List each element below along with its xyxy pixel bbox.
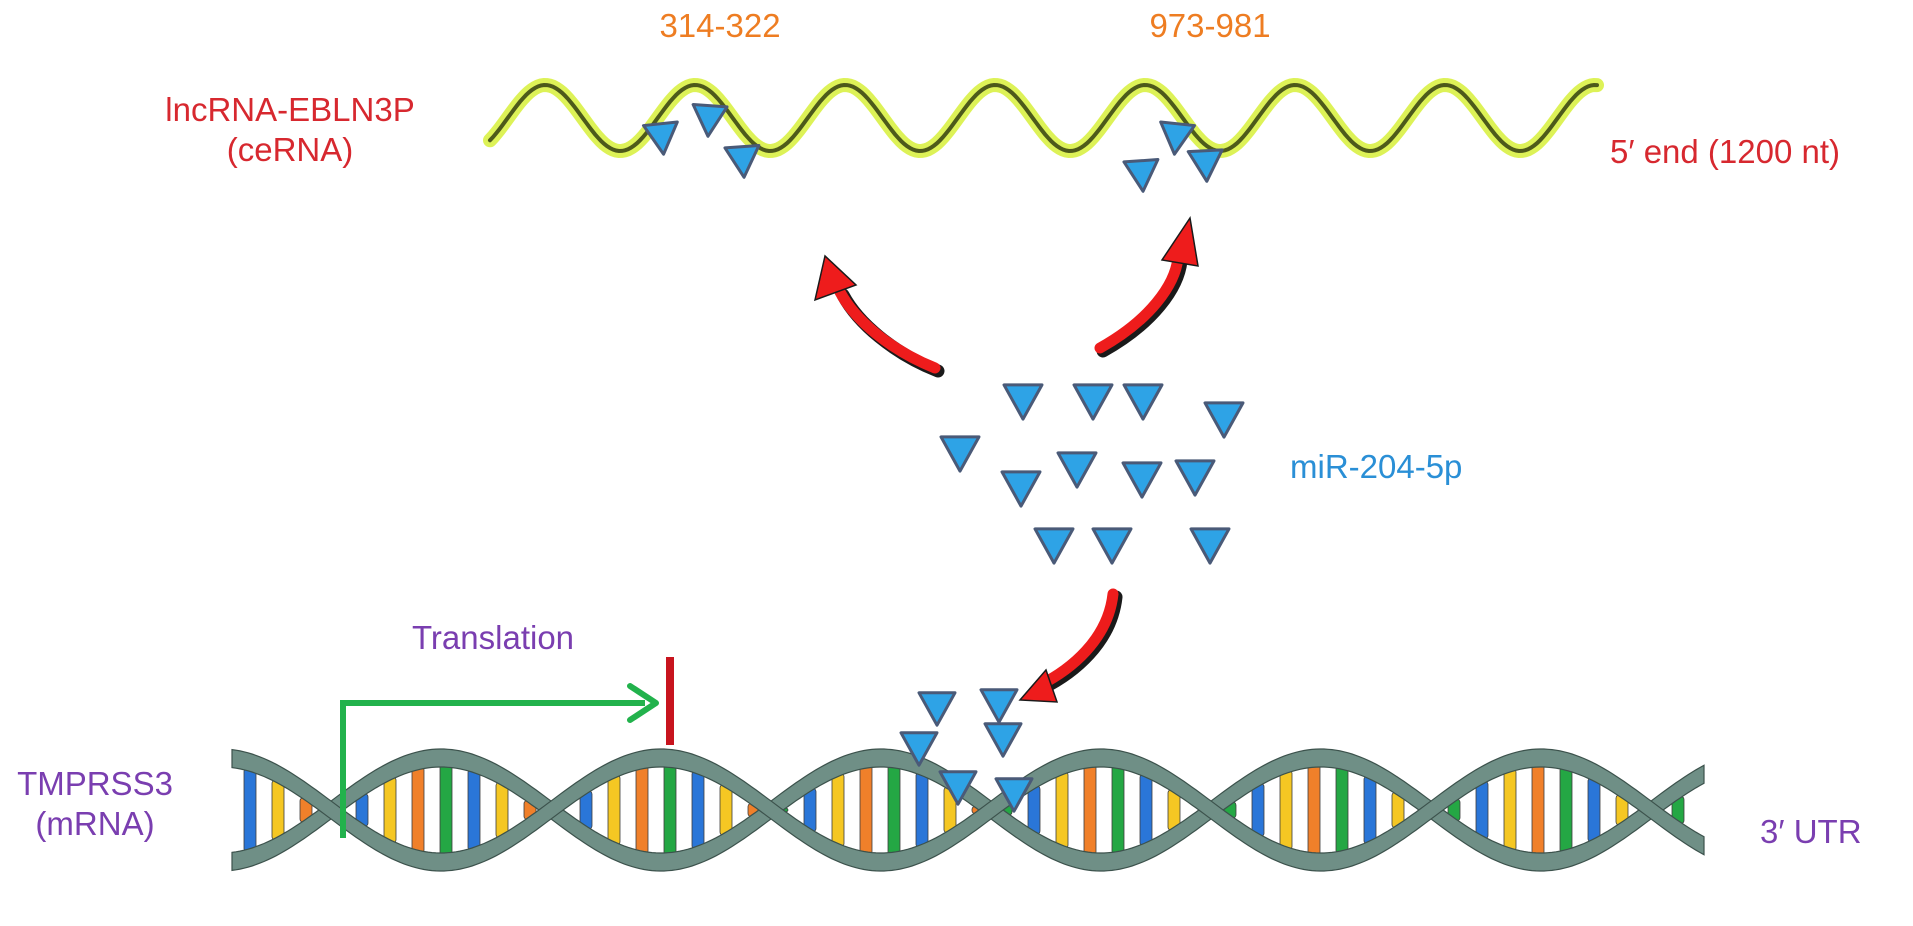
mirna-triangle-icon — [1121, 461, 1163, 499]
mirna-triangle-icon — [899, 731, 939, 767]
base-pair — [1475, 780, 1489, 840]
base-pair — [1531, 763, 1545, 857]
mirna-triangle-icon — [938, 770, 978, 806]
base-pair — [691, 770, 705, 850]
mrna-role: (mRNA) — [35, 804, 155, 842]
base-pair — [1111, 765, 1125, 855]
base-pair — [859, 764, 873, 856]
mirna-triangle-icon — [917, 691, 957, 727]
base-pair — [1335, 765, 1349, 855]
mirna-triangle-icon — [691, 103, 729, 138]
arrow-to-site-1 — [834, 286, 941, 374]
base-pair — [663, 764, 677, 856]
mirna-triangle-icon — [1122, 383, 1164, 421]
mirna-triangle-icon — [1002, 383, 1044, 421]
base-pair — [439, 763, 453, 857]
translation-elbow-arrow — [340, 700, 645, 838]
lncrna-strand — [483, 77, 1604, 159]
base-pair — [1055, 771, 1069, 849]
helix-backbone-a — [231, 748, 1705, 872]
lncrna-strand-core — [488, 82, 1599, 154]
base-pair — [719, 784, 733, 836]
mrna-name-label: TMPRSS3 (mRNA) — [0, 764, 190, 843]
mirna-triangle-icon — [1159, 120, 1197, 156]
translation-label: Translation — [412, 619, 575, 656]
helix-backbone-b — [231, 748, 1705, 872]
mirna-triangle-icon — [939, 435, 981, 473]
base-pair — [495, 782, 509, 838]
base-pair — [1083, 764, 1097, 856]
base-pair — [803, 788, 817, 832]
site-label-1: 314-322 — [659, 7, 781, 44]
base-pair — [1279, 769, 1293, 851]
mirna-triangle-icon — [1203, 401, 1245, 439]
mirna-triangle-icon — [1056, 451, 1098, 489]
mrna-helix — [231, 748, 1705, 872]
base-pair — [383, 776, 397, 844]
base-pair — [1503, 768, 1517, 852]
base-pair — [915, 772, 929, 848]
arrow-to-site-1-head — [813, 254, 858, 302]
arrow-to-mrna-head — [1018, 668, 1059, 703]
base-pair — [1251, 783, 1265, 837]
binding-arrows — [813, 216, 1199, 703]
lncrna-name: lncRNA-EBLN3P — [165, 91, 415, 128]
base-pair — [1363, 775, 1377, 845]
base-pair — [1559, 766, 1573, 854]
mrna-end-label: 3′ UTR — [1760, 813, 1862, 850]
mirna-triangle-icon — [1186, 148, 1224, 183]
mirna-triangle-icon — [1000, 470, 1042, 508]
base-pair — [411, 766, 425, 854]
mirna-triangle-icon — [1174, 459, 1216, 497]
mirna-markers — [641, 103, 1245, 813]
mirna-triangle-icon — [1122, 158, 1160, 193]
base-pair — [1307, 763, 1321, 857]
arrow-to-site-2-head — [1160, 216, 1199, 267]
base-pair — [271, 779, 285, 841]
mirna-triangle-icon — [1033, 527, 1075, 565]
lncrna-end-label: 5′ end (1200 nt) — [1610, 133, 1841, 170]
base-pair — [635, 765, 649, 855]
base-pair — [1139, 773, 1153, 847]
mirna-triangle-icon — [1072, 383, 1114, 421]
arrow-to-mrna — [1034, 588, 1119, 691]
lncrna-name-label: lncRNA-EBLN3P (ceRNA) — [145, 90, 435, 169]
base-pair — [831, 773, 845, 847]
base-pair — [243, 767, 257, 853]
mirna-triangle-icon — [1091, 527, 1133, 565]
mrna-name: TMPRSS3 — [17, 765, 173, 802]
arrow-to-site-2 — [1094, 252, 1184, 354]
mirna-triangle-icon — [641, 120, 679, 156]
mirna-triangle-icon — [994, 777, 1034, 813]
site-label-2: 973-981 — [1149, 7, 1271, 44]
lncrna-role: (ceRNA) — [226, 130, 354, 168]
translation-arrow — [340, 683, 659, 838]
mirna-label: miR-204-5p — [1290, 448, 1463, 485]
translation-arrowhead — [627, 683, 659, 723]
base-pair — [1587, 777, 1601, 843]
mirna-triangle-icon — [983, 722, 1023, 758]
base-pair — [1027, 785, 1041, 835]
base-pair — [607, 774, 621, 846]
base-pair — [467, 769, 481, 851]
mirna-triangle-icon — [1189, 527, 1231, 565]
mirna-triangle-icon — [979, 688, 1019, 724]
mirna-triangle-icon — [723, 144, 761, 179]
base-pair — [887, 764, 901, 856]
